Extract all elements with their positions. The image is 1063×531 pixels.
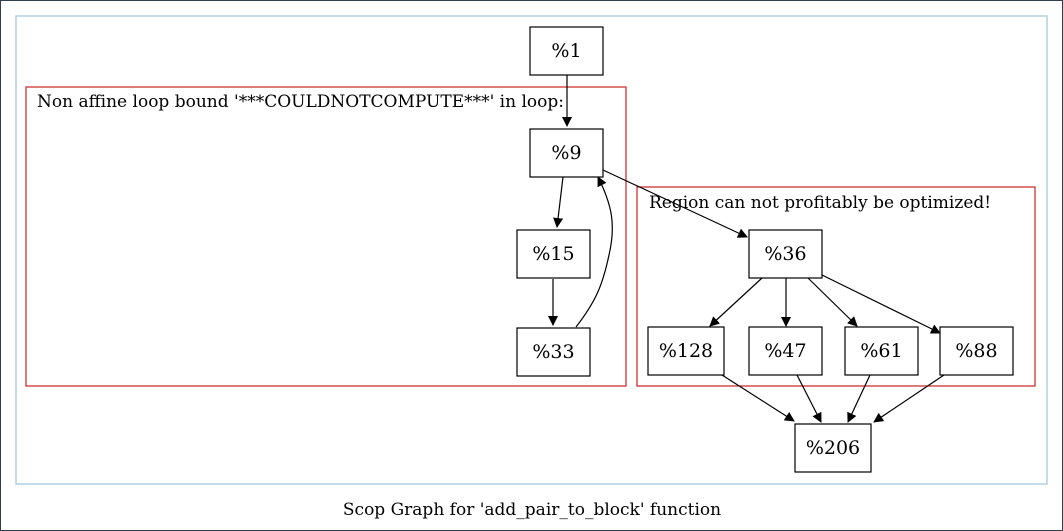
edge-n9-n36 bbox=[602, 169, 748, 238]
node-61[interactable]: %61 bbox=[844, 326, 919, 376]
node-128-label: %128 bbox=[659, 340, 713, 362]
cluster-loop-border bbox=[25, 86, 627, 387]
edge-n128-n206 bbox=[721, 374, 795, 422]
node-88-label: %88 bbox=[955, 340, 997, 362]
node-9-label: %9 bbox=[551, 142, 581, 164]
node-47-label: %47 bbox=[764, 340, 806, 362]
edge-n36-n128 bbox=[709, 277, 763, 327]
node-1[interactable]: %1 bbox=[529, 26, 604, 76]
cluster-region: Region can not profitably be optimized! bbox=[636, 186, 1036, 387]
node-33-label: %33 bbox=[532, 341, 574, 363]
cluster-region-label: Region can not profitably be optimized! bbox=[649, 193, 991, 213]
node-1-label: %1 bbox=[551, 40, 581, 62]
edge-n36-n61 bbox=[807, 277, 858, 327]
node-128[interactable]: %128 bbox=[647, 326, 725, 376]
node-9[interactable]: %9 bbox=[529, 128, 604, 178]
edge-n61-n206 bbox=[847, 374, 871, 423]
edge-n88-n206 bbox=[873, 374, 945, 423]
node-61-label: %61 bbox=[860, 340, 902, 362]
edge-n33-n9 bbox=[575, 176, 613, 328]
node-88[interactable]: %88 bbox=[939, 326, 1014, 376]
cluster-region-border bbox=[636, 186, 1036, 387]
node-47[interactable]: %47 bbox=[748, 326, 823, 376]
graph-border bbox=[15, 15, 1048, 485]
graph-caption: Scop Graph for 'add_pair_to_block' funct… bbox=[343, 500, 721, 520]
edge-n9-n15 bbox=[553, 176, 564, 228]
node-36[interactable]: %36 bbox=[748, 229, 823, 279]
node-15-label: %15 bbox=[532, 243, 574, 265]
edges bbox=[548, 75, 945, 423]
cluster-loop: Non affine loop bound '***COULDNOTCOMPUT… bbox=[25, 86, 627, 387]
node-206[interactable]: %206 bbox=[794, 423, 872, 473]
node-15[interactable]: %15 bbox=[516, 229, 591, 279]
edge-n47-n206 bbox=[796, 374, 822, 423]
node-36-label: %36 bbox=[764, 243, 806, 265]
cluster-loop-label: Non affine loop bound '***COULDNOTCOMPUT… bbox=[37, 92, 564, 112]
node-206-label: %206 bbox=[806, 437, 860, 459]
node-33[interactable]: %33 bbox=[516, 327, 591, 377]
edge-n36-n88 bbox=[819, 273, 941, 334]
